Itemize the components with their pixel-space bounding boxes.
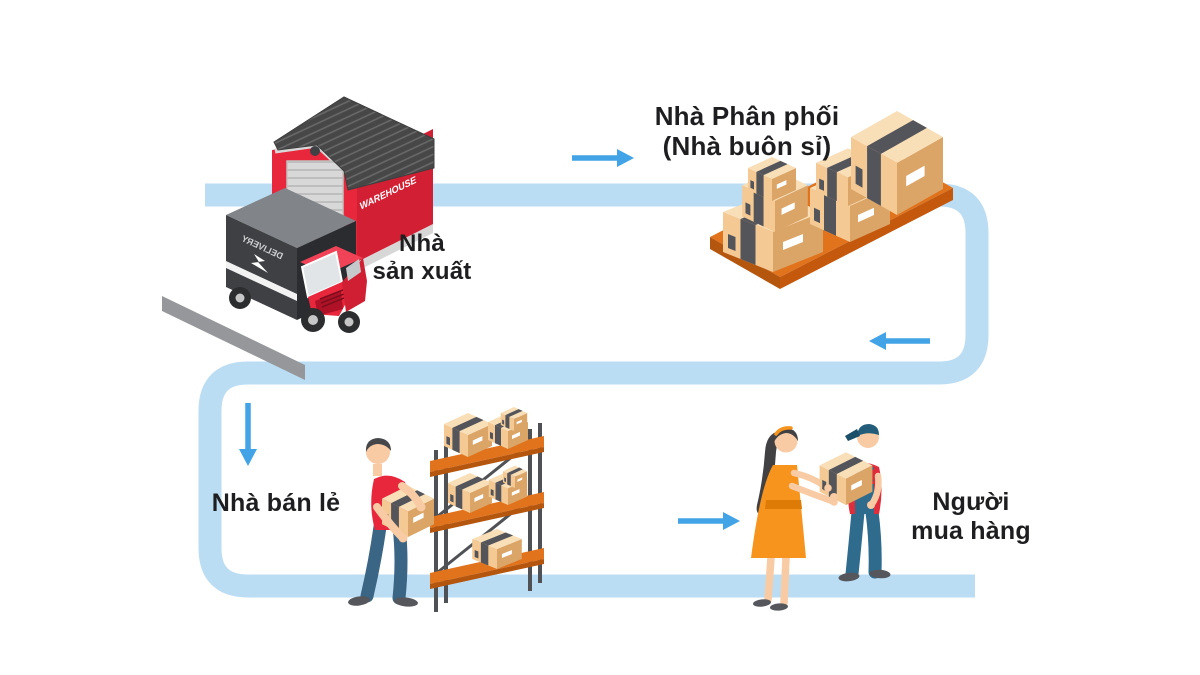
truck-stripe [226, 261, 297, 301]
arrow-head [869, 332, 886, 350]
shelf-plank-edge [430, 447, 544, 477]
woman-leg [780, 554, 790, 607]
person-hand [416, 502, 426, 512]
man-leg [865, 505, 882, 579]
delivery-truck-icon: DELIVERY [162, 188, 367, 380]
woman-leg [764, 554, 775, 604]
woman-head [774, 429, 798, 453]
arrow-head [723, 512, 740, 530]
label-distributor: Nhà Phân phối (Nhà buôn sỉ) [633, 101, 861, 161]
label-retailer-line1: Nhà bán lẻ [211, 489, 341, 517]
person-hair [365, 438, 391, 452]
grille-line [319, 289, 344, 300]
man-shoe [838, 572, 860, 582]
cab-side-window [346, 259, 361, 281]
supply-flow-pipe [198, 183, 989, 598]
arrow-manufacturer-to-distributor [572, 149, 634, 167]
truck-wheel-hub [235, 293, 245, 303]
grille-line [320, 293, 345, 304]
label-customer-line2: mua hàng [911, 517, 1031, 545]
grille-line [321, 297, 345, 308]
woman-shoe [753, 599, 771, 607]
woman-dress [751, 465, 806, 558]
man-hand [830, 493, 838, 501]
label-customer-line1: Người [932, 488, 1010, 516]
customer-woman-icon [751, 426, 836, 611]
man-hand [867, 501, 875, 509]
wholesale-pallet-icon [710, 111, 953, 289]
woman-hand [824, 484, 832, 492]
warehouse-vent [310, 146, 320, 156]
person-head [366, 440, 390, 464]
delivery-man-icon [829, 424, 891, 582]
woman-belt [765, 500, 802, 509]
label-manufacturer: Nhà sản xuất [332, 230, 512, 286]
man-cap [857, 424, 879, 436]
label-manufacturer-line2: sản xuất [372, 257, 472, 285]
arrow-distributor-return-left [869, 332, 930, 350]
person-arm [373, 503, 405, 540]
person-hand [398, 533, 408, 543]
arrow-head [239, 449, 257, 466]
shelf-plank-edge [430, 559, 544, 589]
woman-hair-back [756, 431, 779, 515]
truck-cab [300, 246, 367, 316]
man-leg [845, 505, 865, 581]
label-distributor-line2: (Nhà buôn sỉ) [662, 131, 832, 162]
warehouse-roof [273, 96, 435, 191]
truck-wheel-hub [344, 317, 354, 327]
person-shoe [348, 596, 370, 606]
woman-arm [788, 482, 836, 505]
arrow-head [617, 149, 634, 167]
lightning-bolt-icon [251, 254, 268, 273]
handover-box-icon [819, 452, 875, 509]
person-leg [360, 520, 387, 603]
road-shadow [162, 296, 305, 380]
label-retailer: Nhà bán lẻ [192, 489, 360, 518]
label-manufacturer-line1: Nhà [399, 230, 445, 257]
arrow-retailer-to-customer [678, 512, 740, 530]
woman-headband [774, 426, 793, 436]
label-distributor-line1: Nhà Phân phối [654, 101, 840, 131]
truck-wheel-hub [308, 315, 318, 325]
arrow-down-to-retailer [239, 403, 257, 466]
retail-shelf-icon [430, 407, 544, 612]
retailer-person-icon [348, 438, 434, 607]
pallet-edge [780, 188, 953, 289]
person-neck [373, 464, 382, 476]
shelf-plank-edge [430, 503, 544, 533]
woman-shoe [770, 603, 788, 611]
truck-cargo-top [226, 188, 356, 248]
person-shoe [394, 597, 418, 607]
label-customer: Người mua hàng [892, 488, 1050, 546]
man-shoe [869, 569, 891, 579]
man-cap-brim [845, 429, 860, 441]
